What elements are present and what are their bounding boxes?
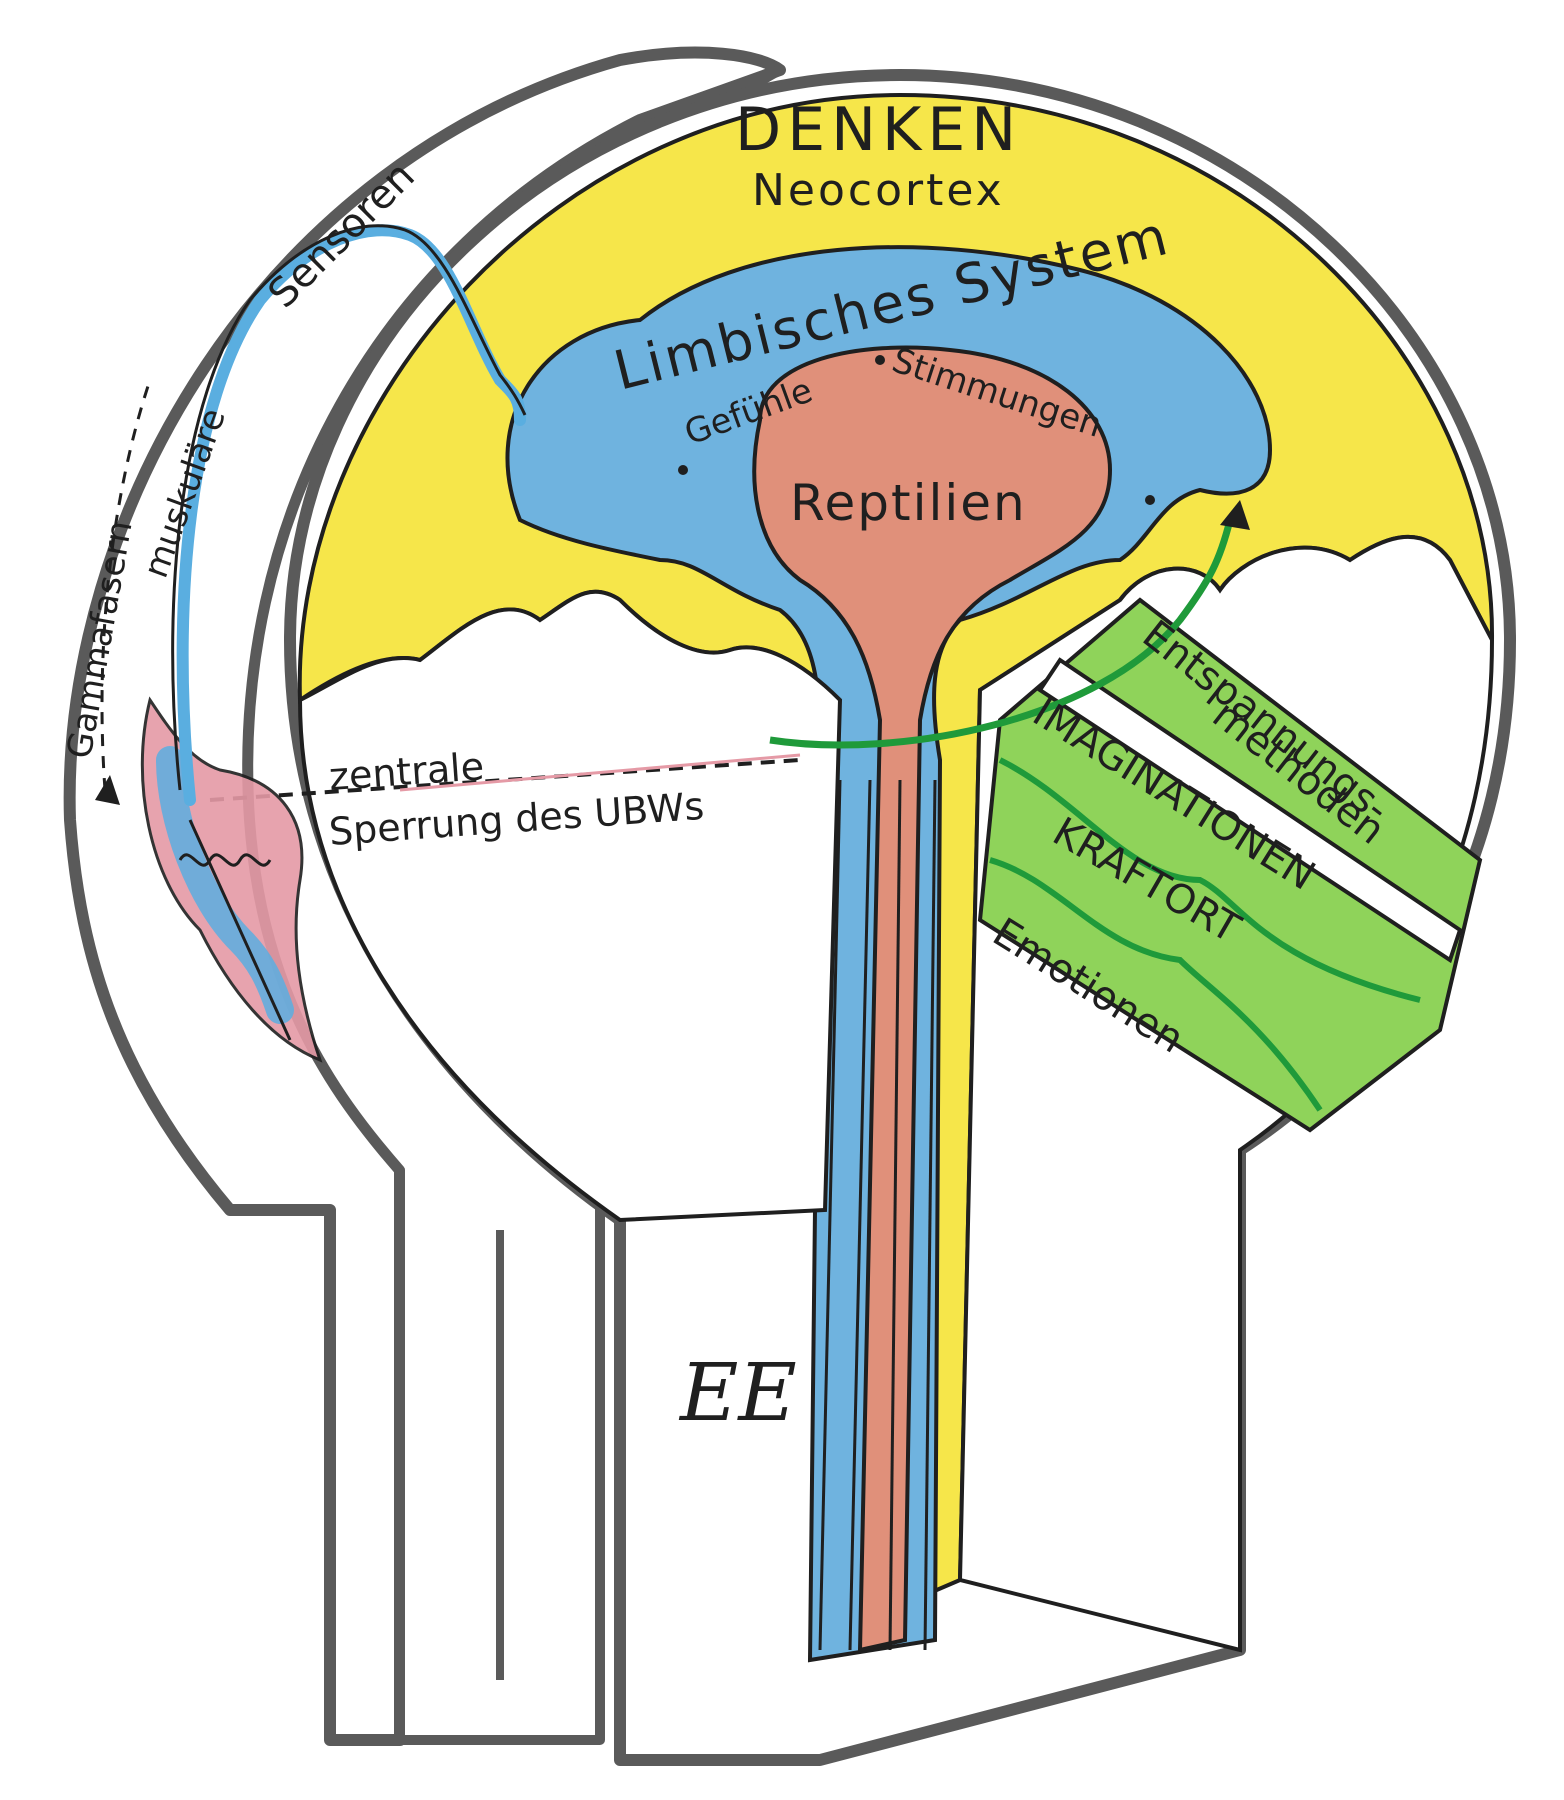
reptile-region [752, 345, 1113, 1653]
signature: EE [678, 1346, 797, 1439]
green-arrow-line [769, 519, 1234, 749]
stem-line-3 [888, 779, 902, 1651]
gamma-fiber-line [171, 224, 527, 791]
green-arrow-head [1220, 500, 1250, 530]
label-zentrale: zentrale [328, 744, 486, 799]
sperrung-red-line [399, 753, 801, 792]
gamma-arrow-head [95, 775, 120, 805]
spindle-coil [178, 853, 272, 867]
stem-line-4 [923, 779, 937, 1651]
lower-left-area [297, 589, 843, 1223]
label-neocortex: Neocortex [752, 165, 1005, 216]
gamma-fiber-blue [176, 224, 526, 806]
label-reptilien: Reptilien [790, 474, 1027, 532]
dot-right [1145, 495, 1155, 505]
gamma-dashed-line [100, 379, 152, 791]
band-divider-2 [989, 857, 1323, 1112]
white-band [1037, 657, 1463, 964]
band-divider-1 [998, 757, 1421, 1003]
spindle-nerve-line [188, 819, 292, 1041]
sperrung-line [209, 758, 801, 802]
dot-left [678, 465, 688, 475]
stem-line-2 [848, 779, 872, 1651]
stem-line-1 [818, 779, 842, 1651]
dot-middle [875, 355, 885, 365]
spindle-blue [156, 746, 294, 1024]
label-denken: DENKEN [735, 95, 1022, 165]
